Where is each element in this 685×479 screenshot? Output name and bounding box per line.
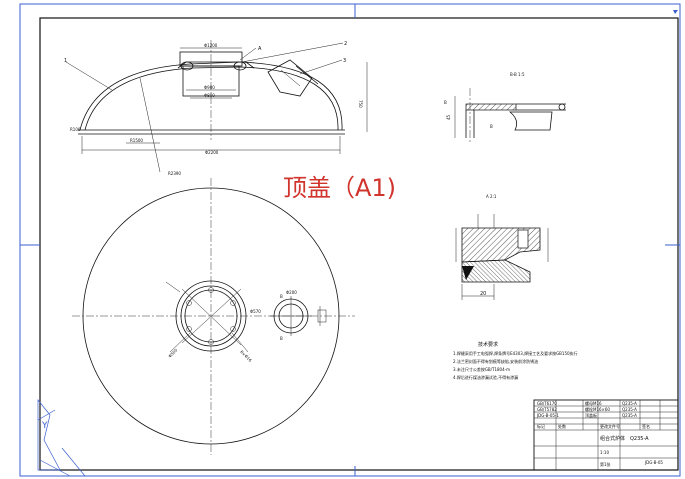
tech-line-3: 3.未注尺寸公差按GB/T1804-m: [453, 366, 510, 372]
tb-row-1-name: 螺母M16: [585, 400, 602, 406]
dim-top-ring-inner: Φ900: [204, 85, 215, 90]
dim-section-bb-height: 45: [446, 114, 451, 120]
tb-row-1-no: GB/T6170: [537, 401, 557, 406]
svg-text:B: B: [280, 294, 283, 299]
callout-3: 3: [343, 58, 346, 64]
tb-header-4: 签名: [642, 423, 650, 429]
dim-detail-a: 20: [480, 291, 486, 297]
tech-line-4: 4.焊后进行煤油渗漏试验,不得有渗漏: [453, 374, 518, 380]
drawing-title: 顶盖（A1): [283, 174, 396, 202]
detail-a-label: A 2:1: [486, 194, 497, 199]
dim-base-radius: R1500: [130, 138, 143, 143]
section-bb-view: B-B 1:5 45 B B: [444, 72, 566, 142]
tech-heading: 技术要求: [478, 341, 498, 348]
tech-requirements: 技术要求 1.焊缝采用手工电弧焊,焊条牌号E4303,焊接工艺及要求按GB150…: [453, 341, 578, 380]
dim-knuckle-radius: R100: [70, 127, 81, 132]
tb-row-3-mat: Q235-A: [622, 413, 637, 418]
tb-row-3-no: JDG-B-05-1: [536, 413, 559, 418]
dim-small-view: Φ200: [286, 290, 297, 295]
dim-crown-radius: R2390: [168, 171, 181, 176]
svg-text:Y: Y: [41, 421, 48, 431]
tb-row-2-name: 螺栓M16×60: [585, 406, 610, 412]
tb-part-name: 组合式炉体: [600, 435, 625, 442]
callout-1: 1: [64, 58, 67, 64]
dim-elevation-height: 750: [358, 100, 363, 108]
tb-row-1-mat: Q235-A: [622, 401, 637, 406]
callout-2: 2: [344, 41, 347, 47]
tb-material: Q235-A: [630, 436, 649, 442]
tb-row-2-mat: Q235-A: [622, 407, 637, 412]
elevation-view: Φ2200 750 Φ1200 Φ900 Φ800 R1500 R2390 R1…: [64, 40, 368, 176]
tech-line-2: 2.法兰密封面不得有划痕等缺陷,安装前涂防锈油: [453, 358, 538, 364]
tech-line-1: 1.焊缝采用手工电弧焊,焊条牌号E4303,焊接工艺及要求按GB150执行: [453, 350, 578, 356]
tb-header-3: 更改文件号: [600, 423, 620, 429]
callout-a: A: [258, 46, 262, 52]
tb-header-0: 标记: [537, 423, 545, 429]
section-bb-label: B-B 1:5: [510, 72, 525, 77]
tb-sheet: 第1张: [600, 461, 611, 467]
plan-view: Φ500 6×Φ16 Φ570 Φ200 B B: [72, 178, 355, 455]
dim-top-ring-outer: Φ1200: [204, 43, 218, 48]
tb-row-3-name: 顶盖板: [585, 412, 597, 418]
dim-plan-hole: 6×Φ16: [239, 349, 253, 363]
svg-text:B: B: [490, 124, 493, 129]
svg-text:B: B: [280, 336, 283, 341]
tb-row-2-no: GB/T5782: [537, 407, 557, 412]
dim-plan-port: Φ500: [167, 347, 178, 358]
tb-drawing-no: JDG-B-05: [644, 460, 663, 465]
tb-scale: 1:10: [600, 450, 609, 455]
dim-inner-ring: Φ800: [204, 93, 215, 98]
dim-plan-pcd: Φ570: [250, 309, 261, 314]
svg-text:B: B: [444, 100, 447, 105]
sheet-frame: Y: [19, 3, 681, 477]
title-block: GB/T6170 螺母M16 Q235-A GB/T5782 螺栓M16×60 …: [533, 399, 679, 471]
detail-a-view: A 2:1 20: [455, 194, 549, 300]
dim-elevation-width: Φ2200: [205, 150, 219, 155]
tb-header-1: 处数: [558, 423, 566, 429]
